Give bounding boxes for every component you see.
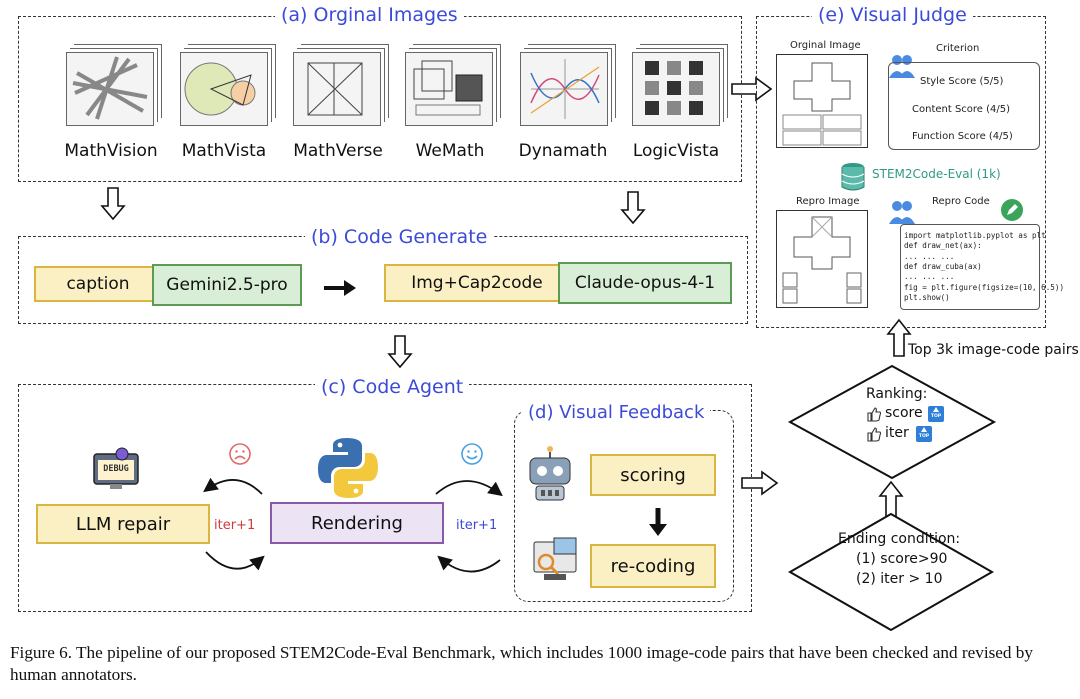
edit-pencil-icon [1001, 199, 1023, 221]
section-a-title: (a) Orginal Images [275, 4, 464, 26]
code-screen-icon [533, 537, 577, 580]
thumbs-up-icon-score [867, 407, 882, 422]
repro-code-label: Repro Code [932, 196, 990, 207]
happy-face-icon [461, 443, 483, 465]
code-line-0: import matplotlib.pyplot as plt [904, 231, 1046, 240]
dataset-name-label: STEM2Code-Eval (1k) [872, 167, 1001, 181]
dataset-label-5: LogicVista [632, 141, 720, 161]
original-image-art [782, 62, 862, 146]
dataset-label-2: MathVerse [293, 141, 383, 161]
claude-box: Claude-opus-4-1 [558, 262, 732, 304]
mathverse-thumb-art [307, 62, 363, 116]
wemath-thumb-art [413, 60, 483, 116]
debug-label: DEBUG [103, 464, 129, 474]
top-badge-iter-text: TOP [918, 434, 930, 439]
thumb-mathvision [66, 52, 154, 126]
repro-image-label: Repro Image [796, 196, 860, 207]
iter-right-label: iter+1 [456, 518, 498, 533]
ending-title: Ending condition: [838, 531, 961, 547]
arrow-c-to-ranking [741, 470, 779, 496]
code-line-2: ... ... ... [904, 252, 955, 261]
mathvista-thumb-art [184, 62, 256, 116]
thumb-mathvista [180, 52, 268, 126]
code-line-4: ... ... ... [904, 272, 955, 281]
scoring-box: scoring [590, 454, 716, 496]
arrow-a-to-b-right [620, 191, 646, 225]
style-score: Style Score (5/5) [920, 76, 1004, 87]
ending-cond1: (1) score>90 [856, 551, 948, 567]
ending-diamond [787, 512, 995, 632]
ranking-score-label: score [885, 405, 923, 421]
debug-monitor-icon: DEBUG [92, 447, 140, 490]
top-badge-score-arrow [933, 407, 939, 412]
sad-face-icon [229, 443, 251, 465]
arrow-b-to-c [387, 335, 413, 369]
thumb-dynamath [520, 52, 608, 126]
iter-left-label: iter+1 [214, 518, 256, 533]
content-score: Content Score (4/5) [912, 104, 1011, 115]
judge-users-icon [889, 55, 915, 78]
rendering-box: Rendering [270, 502, 444, 544]
database-icon [841, 163, 865, 191]
code-line-3: def draw_cuba(ax) [904, 262, 982, 271]
caption-box: caption [34, 266, 162, 302]
gemini-box: Gemini2.5-pro [152, 264, 302, 306]
repro-image-panel [776, 210, 868, 308]
function-score: Function Score (4/5) [912, 131, 1013, 142]
criterion-panel [888, 62, 1040, 150]
ranking-diamond [787, 364, 997, 480]
top-badge-iter-arrow [921, 427, 927, 432]
arrow-a-to-b-left [100, 187, 126, 221]
repro-image-art [782, 216, 862, 304]
ending-cond2: (2) iter > 10 [856, 571, 943, 587]
ranking-title: Ranking: [866, 386, 928, 402]
section-d-title: (d) Visual Feedback [522, 402, 711, 423]
ranking-iter-label: iter [885, 425, 909, 441]
original-image-panel [776, 54, 868, 148]
arrow-ranking-to-e [886, 318, 912, 357]
arrow-right-b [324, 280, 356, 296]
section-b-title: (b) Code Generate [305, 226, 494, 248]
top-badge-iter: TOP [916, 426, 932, 442]
dataset-label-1: MathVista [181, 141, 267, 161]
dataset-label-3: WeMath [415, 141, 485, 161]
python-logo-icon [318, 438, 378, 498]
thumbs-up-icon-iter [867, 427, 882, 442]
mathvision-thumb-art [72, 56, 148, 120]
code-line-1: def draw_net(ax): [904, 241, 982, 250]
arrow-down-d [649, 508, 667, 536]
dataset-label-4: Dynamath [518, 141, 608, 161]
repro-code-panel [900, 224, 1040, 310]
coder-users-icon [889, 201, 915, 224]
img-cap2code-box: Img+Cap2code [384, 264, 570, 302]
robot-icon [529, 446, 571, 501]
thumb-wemath [405, 52, 493, 126]
top-badge-score-text: TOP [930, 414, 942, 419]
section-e-title: (e) Visual Judge [812, 4, 973, 26]
top-pairs-label: Top 3k image-code pairs [908, 342, 1079, 358]
code-line-5: fig = plt.figure(figsize=(10, 6.5)) [904, 283, 1065, 292]
original-image-label: Orginal Image [790, 40, 861, 51]
thumb-mathverse [293, 52, 381, 126]
logicvista-thumb-art [645, 61, 703, 115]
figure-caption: Figure 6. The pipeline of our proposed S… [10, 643, 1033, 684]
code-line-6: plt.show() [904, 293, 950, 302]
dataset-label-0: MathVision [64, 141, 158, 161]
llm-repair-box: LLM repair [36, 504, 210, 544]
top-badge-score: TOP [928, 406, 944, 422]
dynamath-thumb-art [530, 59, 600, 119]
arrow-ending-to-ranking [878, 480, 904, 519]
section-c-title: (c) Code Agent [315, 376, 470, 398]
thumb-logicvista [632, 52, 720, 126]
recoding-box: re-coding [590, 544, 716, 588]
criterion-label: Criterion [936, 43, 980, 54]
